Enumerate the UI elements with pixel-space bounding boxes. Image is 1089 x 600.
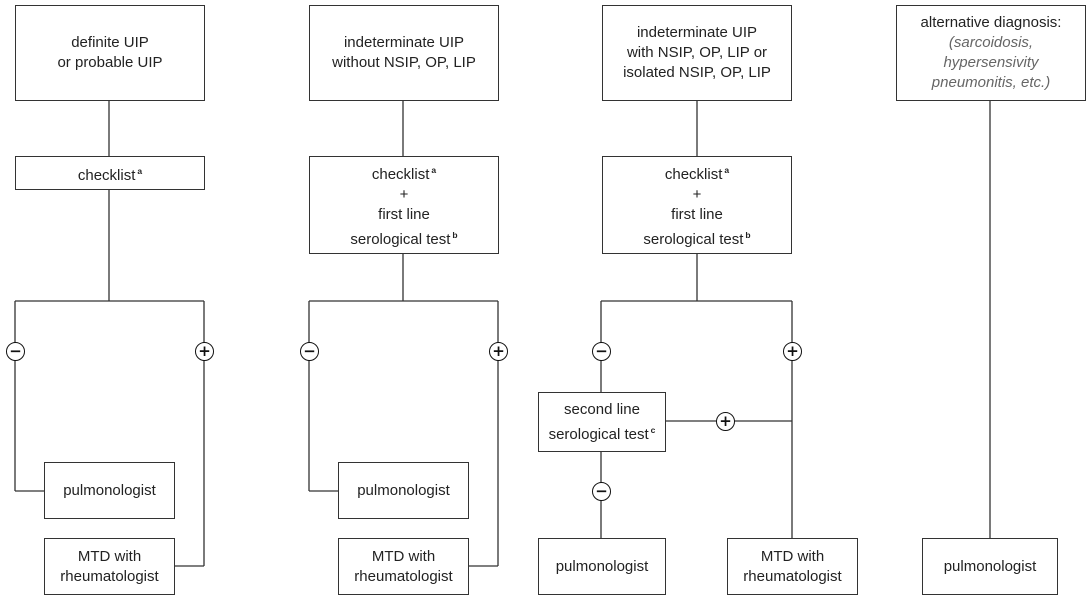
outcome-pulmonologist-box: pulmonologist: [922, 538, 1058, 595]
start-box-indeterminate-uip: indeterminate UIP without NSIP, OP, LIP: [309, 5, 499, 101]
start-box-alternative-diagnosis: alternative diagnosis: (sarcoidosis, hyp…: [896, 5, 1086, 101]
outcome-line: rheumatologist: [60, 567, 159, 585]
negative-sign-icon: −: [592, 482, 611, 501]
footnote-marker: b: [745, 230, 751, 240]
footnote-marker: a: [137, 165, 143, 176]
positive-sign-icon: +: [716, 412, 735, 431]
first-line-label: first line: [378, 206, 430, 223]
alternative-example-line: pneumonitis, etc.): [931, 74, 1051, 91]
footnote-marker: a: [431, 165, 437, 175]
start-line: without NSIP, OP, LIP: [332, 54, 476, 71]
outcome-mtd-box: MTD with rheumatologist: [338, 538, 469, 595]
start-line: indeterminate UIP: [636, 24, 758, 41]
start-line: or probable UIP: [57, 54, 163, 71]
start-line: definite UIP: [71, 34, 149, 51]
first-line-label: first line: [671, 206, 723, 223]
start-box-definite-uip: definite UIP or probable UIP: [15, 5, 205, 101]
outcome-line: MTD with: [371, 547, 436, 565]
outcome-line: rheumatologist: [743, 567, 842, 585]
negative-sign-icon: −: [6, 342, 25, 361]
outcome-pulmonologist-box: pulmonologist: [338, 462, 469, 519]
outcome-pulmonologist-box: pulmonologist: [538, 538, 666, 595]
positive-sign-icon: +: [195, 342, 214, 361]
alternative-example-line: (sarcoidosis,: [948, 34, 1034, 51]
outcome-line: MTD with: [77, 547, 142, 565]
outcome-mtd-box: MTD with rheumatologist: [727, 538, 858, 595]
positive-sign-icon: +: [783, 342, 802, 361]
outcome-line: rheumatologist: [354, 567, 453, 585]
start-line: with NSIP, OP, LIP or: [626, 44, 768, 61]
negative-sign-icon: −: [592, 342, 611, 361]
footnote-marker: b: [452, 230, 458, 240]
outcome-label: pulmonologist: [63, 481, 156, 499]
positive-sign-icon: +: [489, 342, 508, 361]
outcome-pulmonologist-box: pulmonologist: [44, 462, 175, 519]
negative-sign-icon: −: [300, 342, 319, 361]
start-line: isolated NSIP, OP, LIP: [623, 64, 771, 81]
footnote-marker: c: [650, 424, 656, 435]
second-line-label: second line: [564, 400, 640, 418]
outcome-label: pulmonologist: [357, 481, 450, 499]
outcome-line: MTD with: [760, 547, 825, 565]
alternative-example-line: hypersensivity: [943, 54, 1039, 71]
outcome-label: pulmonologist: [555, 557, 649, 575]
plus-line: +: [692, 186, 702, 203]
outcome-label: pulmonologist: [943, 557, 1037, 575]
outcome-mtd-box: MTD with rheumatologist: [44, 538, 175, 595]
plus-line: +: [399, 186, 409, 203]
footnote-marker: a: [724, 165, 730, 175]
start-line: indeterminate UIP: [343, 34, 465, 51]
start-box-indeterminate-uip-nsip: indeterminate UIP with NSIP, OP, LIP or …: [602, 5, 792, 101]
alternative-diagnosis-title: alternative diagnosis:: [920, 14, 1062, 31]
